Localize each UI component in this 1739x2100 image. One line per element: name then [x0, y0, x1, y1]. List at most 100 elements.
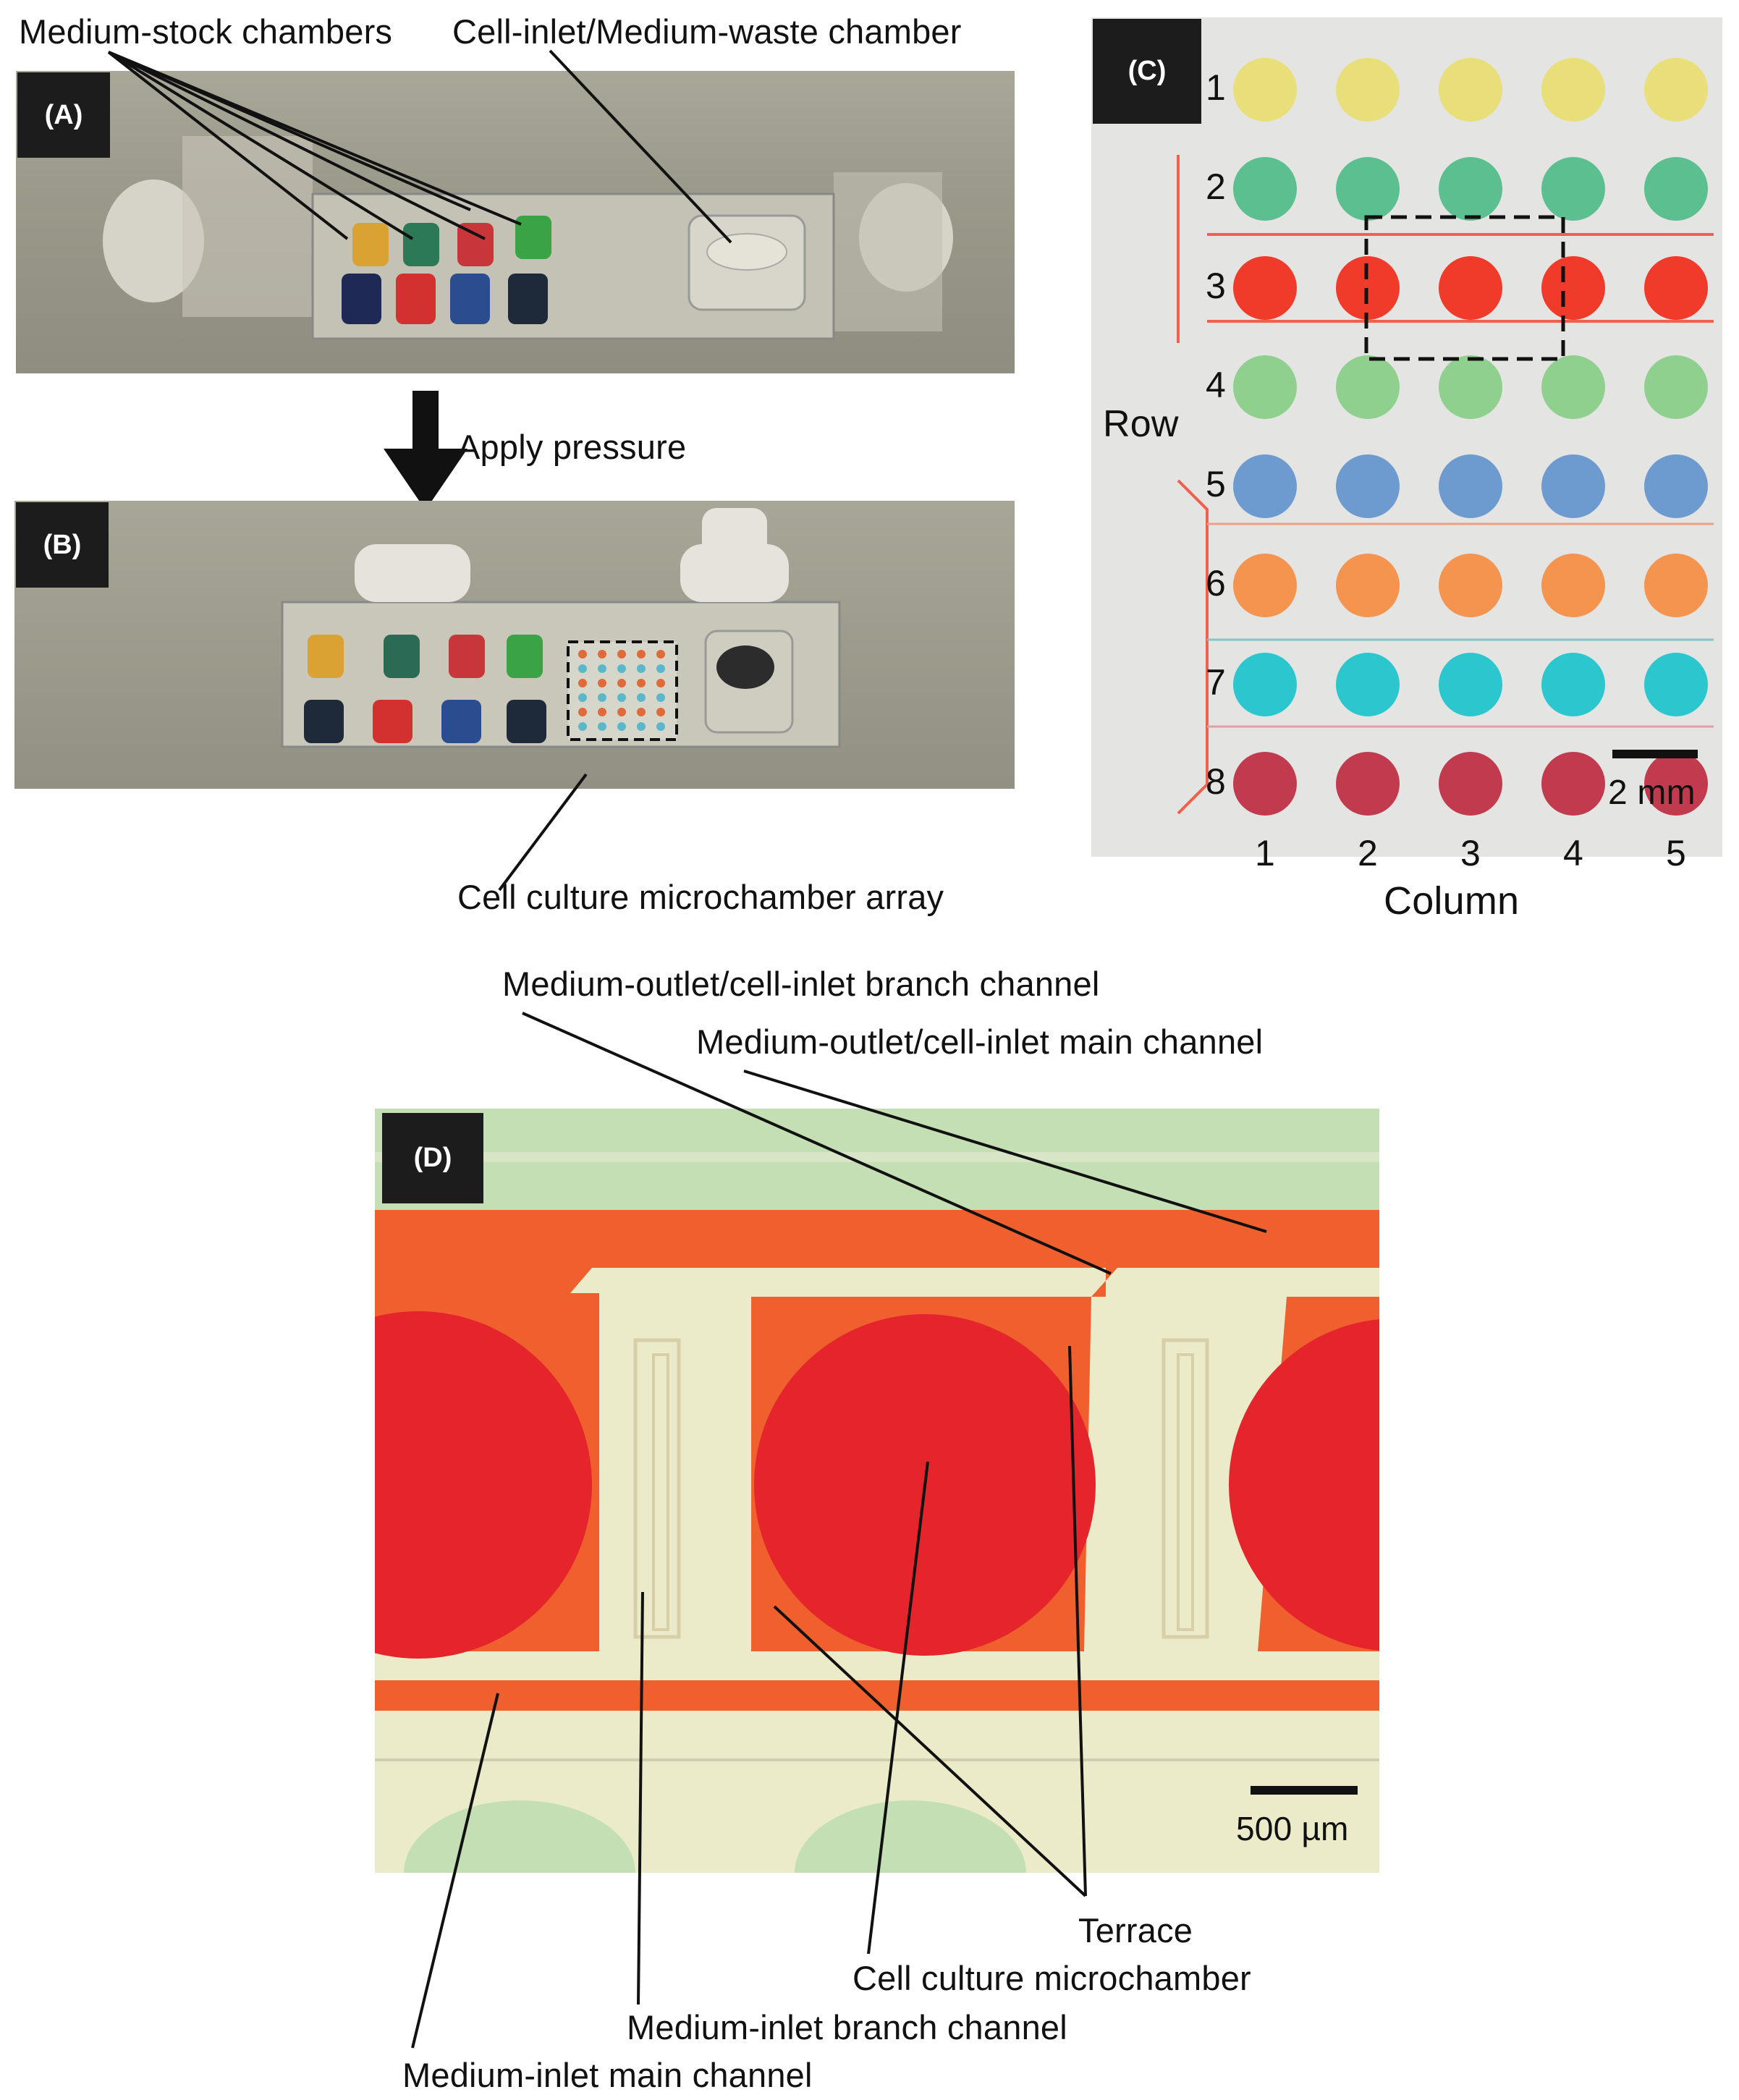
microchamber-dot: [1336, 58, 1400, 122]
microchamber-dot: [1439, 256, 1502, 320]
microchamber-dot: [1644, 752, 1708, 816]
microchamber-dot: [1336, 454, 1400, 518]
array-dot: [617, 708, 626, 716]
microchamber-dot: [1644, 157, 1708, 221]
array-dot: [656, 708, 665, 716]
inlet-main-label: Medium-inlet main channel: [402, 2056, 813, 2094]
microchamber-dot: [1439, 554, 1502, 617]
panel-b-photo: [14, 501, 1015, 789]
panel-b-tag: (B): [16, 502, 109, 588]
row-axis-label: Row: [1103, 403, 1179, 445]
array-dot: [598, 679, 606, 687]
panel-c-tag: (C): [1093, 19, 1201, 124]
microchamber-array-leader: [498, 773, 588, 892]
down-arrow-icon: [384, 391, 467, 510]
column-axis-label: Column: [1384, 879, 1520, 923]
array-dot: [656, 679, 665, 687]
column-number: 1: [1255, 833, 1276, 873]
apply-pressure-label: Apply pressure: [457, 428, 687, 466]
panel-a-photo: [16, 71, 1015, 373]
array-dot: [617, 679, 626, 687]
array-dot: [656, 722, 665, 731]
array-dot: [598, 650, 606, 659]
microchamber-dot: [1233, 58, 1297, 122]
array-dot: [617, 664, 626, 673]
microchamber-dot: [1233, 752, 1297, 816]
microchamber-dot: [1336, 355, 1400, 419]
microchamber-dot: [1541, 157, 1605, 221]
row-number: 6: [1206, 563, 1227, 604]
array-dot: [578, 664, 587, 673]
array-dot: [598, 664, 606, 673]
microchamber-dot: [1233, 256, 1297, 320]
panel-c-grid: [1177, 58, 1714, 816]
microchamber-dot: [1541, 256, 1605, 320]
array-dot: [656, 693, 665, 702]
column-number: 5: [1666, 833, 1687, 873]
microchamber-dot: [1439, 653, 1502, 716]
microchamber-dot: [1233, 653, 1297, 716]
array-dot: [637, 664, 646, 673]
column-number: 2: [1358, 833, 1379, 873]
microchamber-dot: [1439, 752, 1502, 816]
microchamber-dot: [1644, 454, 1708, 518]
microchamber-dot: [1541, 653, 1605, 716]
panel-d-tag: (D): [382, 1113, 483, 1203]
row-number: 2: [1206, 166, 1227, 207]
array-dot: [617, 693, 626, 702]
row-number: 5: [1206, 464, 1227, 504]
array-dot: [617, 722, 626, 731]
outlet-main-label: Medium-outlet/cell-inlet main channel: [696, 1023, 1264, 1061]
array-dot: [598, 722, 606, 731]
microchamber-dot: [1541, 355, 1605, 419]
microchamber-dot: [1644, 256, 1708, 320]
microchamber-dot: [1541, 454, 1605, 518]
array-dot: [578, 722, 587, 731]
microchamber-dot: [1336, 752, 1400, 816]
microchamber-dot: [1233, 157, 1297, 221]
array-dot: [656, 650, 665, 659]
microchamber-dot: [1644, 653, 1708, 716]
panel-d-photo: [375, 1109, 1379, 1873]
array-dot: [578, 679, 587, 687]
microchamber-dot: [1336, 157, 1400, 221]
array-dot: [637, 650, 646, 659]
array-dot: [598, 708, 606, 716]
microchamber-dot: [1233, 355, 1297, 419]
array-dot: [637, 708, 646, 716]
microchamber-dot: [1439, 157, 1502, 221]
panel-c-photo: [1091, 17, 1722, 857]
microchamber-dot: [1439, 355, 1502, 419]
panel-a-leaders: [107, 49, 732, 244]
array-dot: [617, 650, 626, 659]
microchamber-dot: [1233, 554, 1297, 617]
panel-d-microchannels: [375, 1109, 1379, 1873]
microchamber-label: Cell culture microchamber: [852, 1959, 1251, 1997]
outlet-branch-label: Medium-outlet/cell-inlet branch channel: [502, 965, 1100, 1003]
array-dot: [598, 693, 606, 702]
microchamber-dot: [1541, 752, 1605, 816]
array-dot: [578, 693, 587, 702]
array-dot: [578, 708, 587, 716]
array-dot: [637, 722, 646, 731]
terrace-label: Terrace: [1078, 1911, 1193, 1949]
microchamber-dot: [1439, 454, 1502, 518]
microchamber-dot: [1644, 355, 1708, 419]
array-dot: [637, 693, 646, 702]
panel-a-tag: (A): [17, 72, 110, 158]
microchamber-dot: [1439, 58, 1502, 122]
cell-inlet-waste-label: Cell-inlet/Medium-waste chamber: [452, 12, 962, 51]
microchamber-dot: [1644, 554, 1708, 617]
microchamber-dot: [1541, 58, 1605, 122]
scale-500um-label: 500 µm: [1236, 1810, 1349, 1847]
microchamber-dot: [1336, 653, 1400, 716]
microchamber-dot: [1644, 58, 1708, 122]
microchamber-dot: [1541, 554, 1605, 617]
column-number: 4: [1563, 833, 1584, 873]
column-number: 3: [1460, 833, 1481, 873]
array-dot: [578, 650, 587, 659]
medium-stock-label: Medium-stock chambers: [19, 12, 393, 51]
microchamber-dot: [1233, 454, 1297, 518]
row-number: 1: [1206, 67, 1227, 108]
